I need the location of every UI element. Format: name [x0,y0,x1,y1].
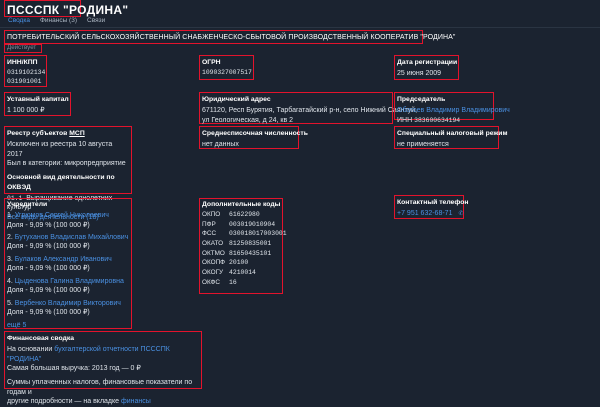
ogrn-value: 1090327007517 [202,69,252,77]
founder-name-link[interactable]: Вербенко Владимир Викторович [14,299,121,307]
founder-item: 2. Бутуханов Владислав Михайлович Доля -… [7,234,129,251]
address-line1: 671120, Респ Бурятия, Тарбагатайский р-н… [202,107,418,115]
founder-name-link[interactable]: Цыденова Галина Владимировна [14,277,124,285]
capital-value: 1 100 000 ₽ [7,107,45,115]
capital-label: Уставный капитал [7,96,69,103]
director-inn: 383600634194 [414,116,461,124]
codes-box [199,198,283,294]
founder-item: 4. Цыденова Галина Владимировна Доля - 9… [7,277,129,296]
founder-share: Доля - 9,09 % (100 000 ₽) [7,287,90,295]
director-label: Председатель [397,96,446,103]
reg-date-label: Дата регистрации [397,59,458,66]
max-revenue: Самая большая выручка: 2013 год — 0 ₽ [7,365,141,373]
regdate-box [394,55,459,80]
financial-report-link[interactable]: бухгалтерской отчетности ПСССПК "РОДИНА" [7,346,170,363]
msp-category: Был в категории: микропредприятие [7,160,126,168]
tab-finance[interactable]: Финансы (3) [39,17,77,24]
founder-share: Доля - 9,09 % (100 000 ₽) [7,265,90,273]
address-box [199,92,393,124]
taxes-line1: Суммы уплаченных налогов, финансовые пок… [7,379,193,396]
ogrn-label: ОГРН [202,59,221,66]
tax-label: Специальный налоговый режим [397,130,508,137]
tab-links[interactable]: Связи [87,17,106,24]
finance-box [4,331,202,389]
founders-list: Учредители 1. Угрюмов Сергей Николаевич … [7,200,129,330]
tab-divider [0,27,600,28]
reg-date-value: 25 июня 2009 [397,70,442,78]
address-line2: ул Геологическая, д 24, кв 2 [202,116,294,124]
headcount-label: Среднесписочная численность [202,130,308,137]
page-title: ПСССПК "РОДИНА" [7,3,129,17]
ogrn-box [199,55,254,80]
founder-name-link[interactable]: Булаков Александр Иванович [14,255,112,263]
phone-icon[interactable]: ✆ [458,211,464,218]
msp-box [4,126,132,194]
director-box [394,92,494,120]
status-highlight [4,44,42,53]
founder-name-link[interactable]: Угрюмов Сергей Николаевич [14,212,109,220]
headcount-value: нет данных [202,141,239,149]
phone-label: Контактный телефон [397,199,469,206]
inn-value: 0319102134 [7,69,46,77]
title-highlight [4,0,81,17]
founders-label: Учредители [7,201,48,208]
tax-value: не применяется [397,141,449,149]
msp-status: Исключен из реестра 10 августа 2017 [7,141,113,158]
phone-link[interactable]: +7 951 632-68-71 [397,210,453,218]
kpp-value: 031901001 [7,77,42,85]
company-full-name: ПОТРЕБИТЕЛЬСКИЙ СЕЛЬСКОХОЗЯЙСТВЕННЫЙ СНА… [7,34,456,41]
phone-box [394,195,464,219]
msp-link[interactable]: МСП [69,130,85,137]
founder-share: Доля - 9,09 % (100 000 ₽) [7,309,90,317]
director-name-link[interactable]: Обогоев Владимир Владимирович [397,107,510,115]
finance-label: Финансовая сводка [7,335,75,342]
codes-label: Дополнительные коды [202,201,281,208]
capital-box [4,92,71,116]
founder-item: 3. Булаков Александр Иванович Доля - 9,0… [7,255,129,274]
finance-basis-prefix: На основании [7,346,53,354]
tax-box [394,126,499,149]
founder-share: Доля - 9,09 % (100 000 ₽) [7,221,90,229]
founder-item: 1. Угрюмов Сергей Николаевич Доля - 9,09… [7,211,129,230]
founder-name-link[interactable]: Бутуханов Владислав Михайлович [14,234,129,242]
inn-box [4,55,47,87]
address-label: Юридический адрес [202,96,271,103]
more-founders-link[interactable]: ещё 5 [7,321,27,329]
headcount-box [199,126,299,149]
status-badge: Действует [7,44,37,51]
all-activities-link[interactable]: Все виды деятельности (18) [7,213,99,221]
okved-label: Основной вид деятельности по ОКВЭД [7,174,115,191]
founder-share: Доля - 9,09 % (100 000 ₽) [7,243,90,251]
founder-item: 5. Вербенко Владимир Викторович Доля - 9… [7,299,129,318]
founders-box [4,198,132,329]
fullname-highlight [4,30,423,44]
inn-kpp-label: ИНН/КПП [7,59,38,66]
msp-label: Реестр субъектов [7,130,68,137]
director-inn-prefix: ИНН [397,116,413,124]
